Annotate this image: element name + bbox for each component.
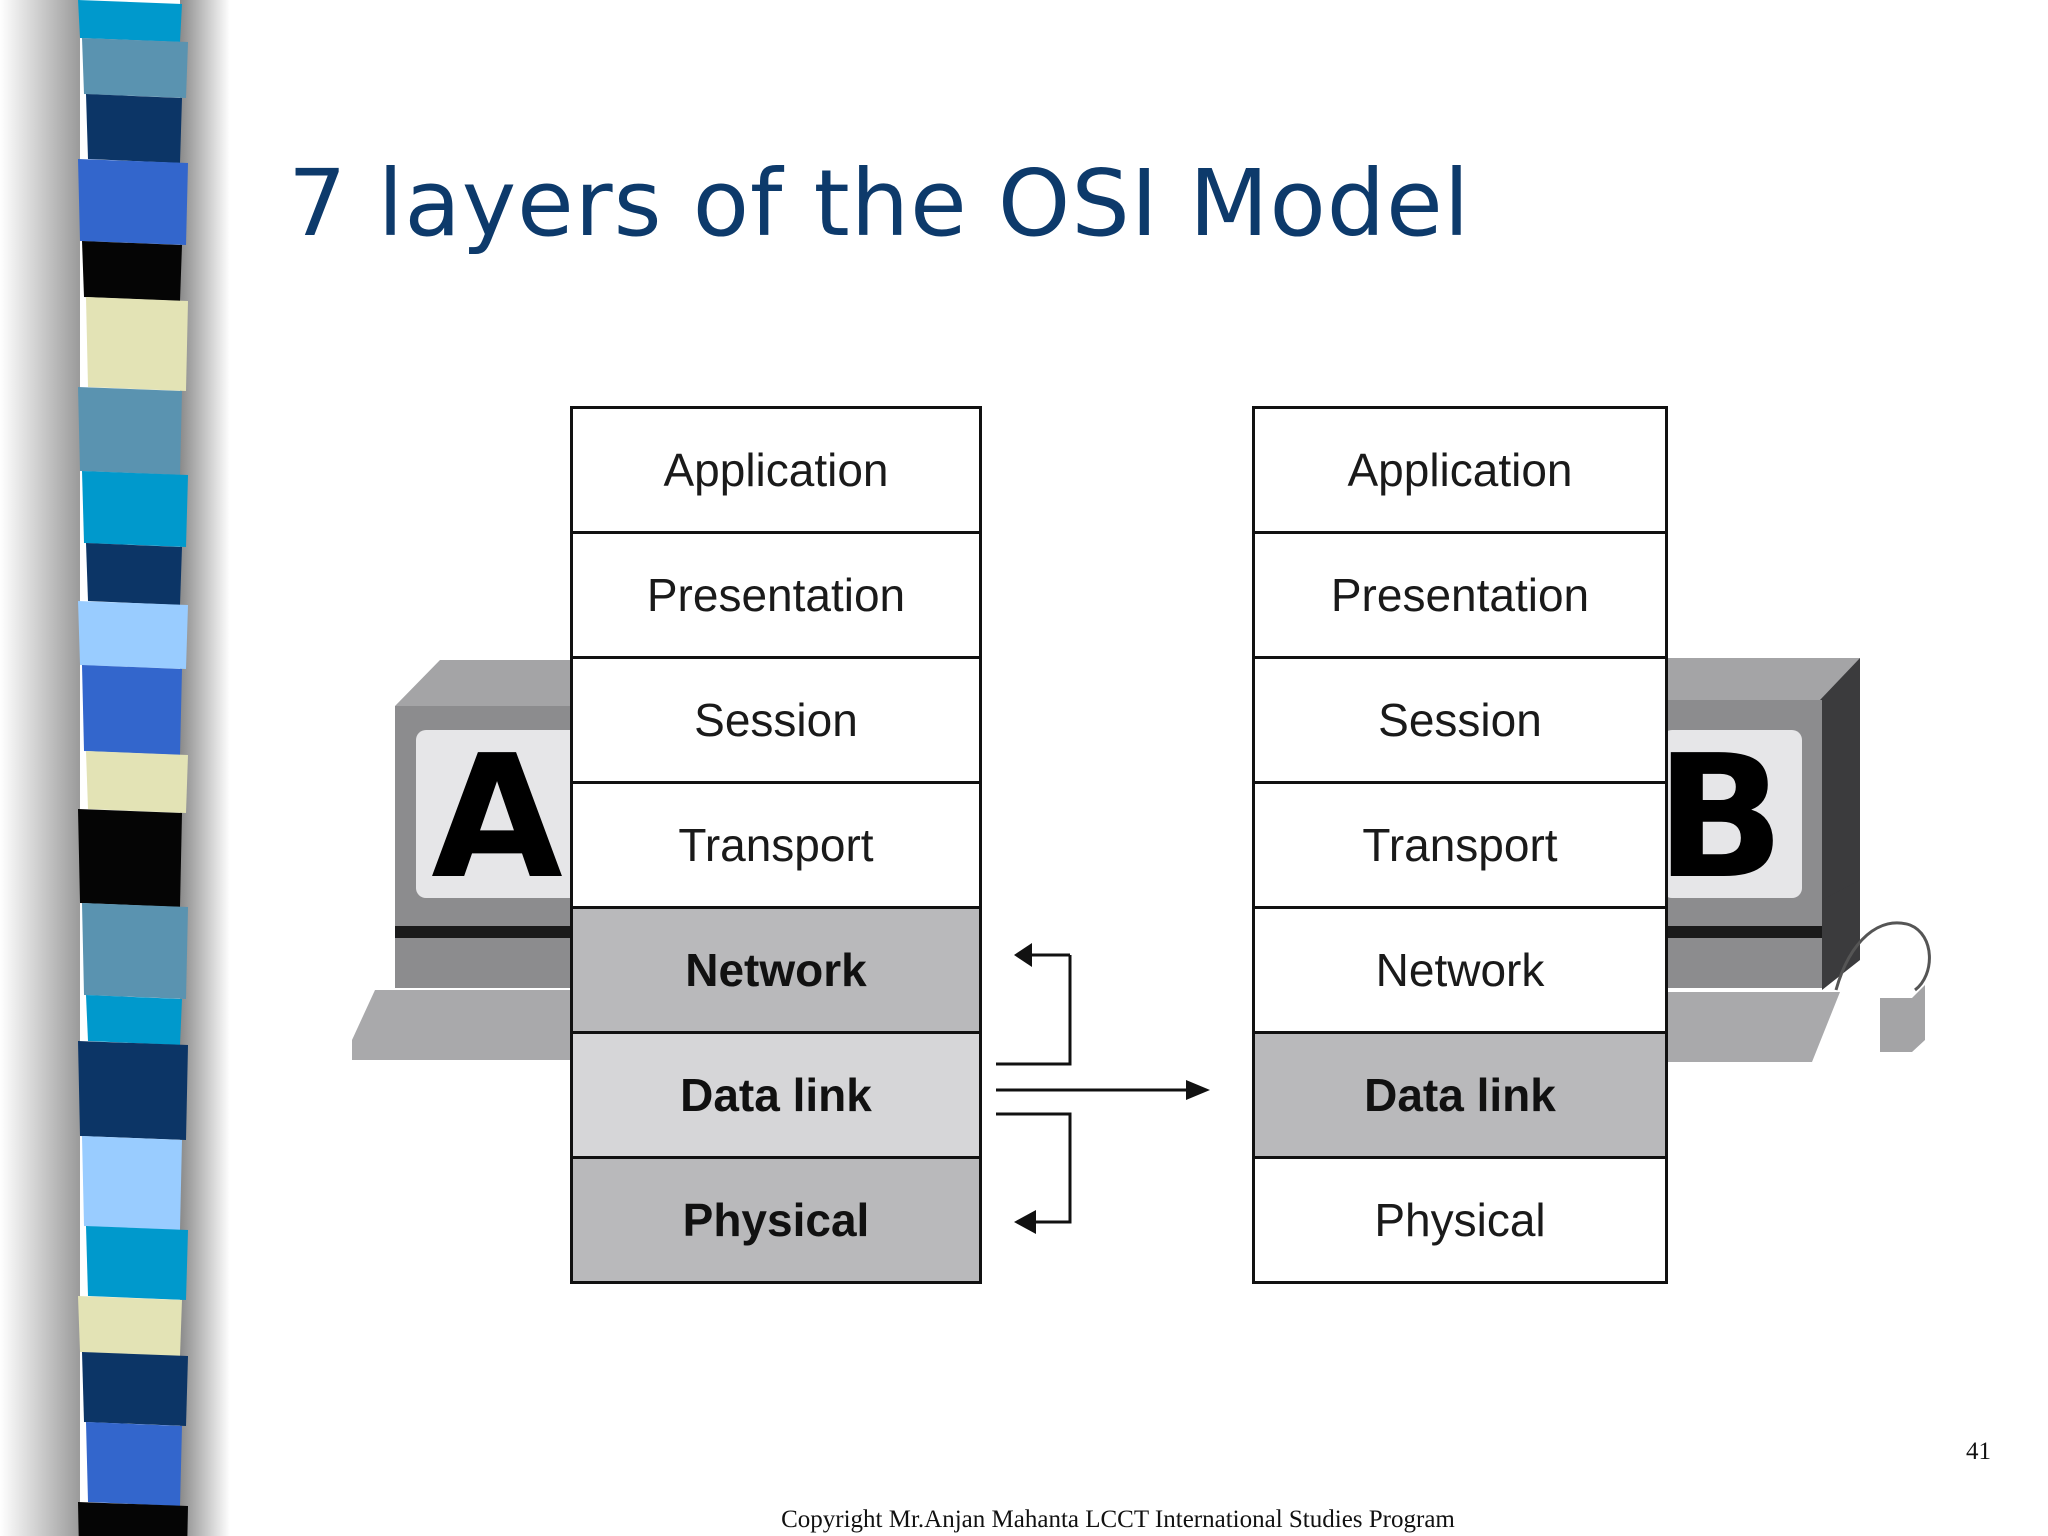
stripe-band [82,38,188,98]
computer-b-label: B [1655,719,1785,917]
computer-a-base [395,938,600,988]
arrowhead-up [1014,943,1032,967]
stripe-band [82,471,188,547]
stripe-band [86,751,188,813]
computer_b-layer-session: Session [1255,656,1665,781]
computer_a-layer-network: Network [573,906,979,1031]
stripe-band [86,1422,182,1506]
computer_a-layer-presentation: Presentation [573,531,979,656]
stripe-band [82,1136,182,1230]
arrowhead-down [1014,1210,1036,1234]
computer-a-label: A [431,719,563,917]
computer-b-keyboard [1650,992,1840,1062]
computer-b-base [1650,938,1822,988]
computer-b-base-line [1650,926,1822,938]
slide-title: 7 layers of the OSI Model [288,150,1471,257]
computer_b-layer-transport: Transport [1255,781,1665,906]
computer-b-screen [1662,730,1802,898]
computer_a-layer-transport: Transport [573,781,979,906]
stripe-band [78,601,188,669]
stripe-band [86,297,188,391]
stripe-band [82,903,188,999]
computer_a-layer-data-link: Data link [573,1031,979,1156]
stripe-band [78,387,182,475]
computer-b-monitor-top [1650,658,1860,706]
stripe-band [82,1352,188,1426]
computer-b-base-side [1822,880,1860,990]
stripe-band [78,1041,188,1140]
computer_a-layer-application: Application [573,406,979,531]
stripe-band [82,665,182,755]
computer-b: B [1650,658,1931,1062]
stripe-band [82,241,182,301]
computer_a-layer-physical: Physical [573,1156,979,1281]
stripe-band [86,543,182,605]
bracket-up-arrow [996,955,1072,1066]
computer-a-base-line [395,926,600,938]
computer-a-keyboard [352,990,600,1060]
stripe-band [78,1296,182,1356]
computer-a-monitor-top [395,660,600,706]
stripe-band [78,0,182,42]
computer-b-mouse-cable [1834,921,1931,992]
copyright-footer: Copyright Mr.Anjan Mahanta LCCT Internat… [781,1506,1455,1533]
page-number: 41 [1966,1438,1991,1465]
stripe-band [86,94,182,163]
computer_b-layer-data-link: Data link [1255,1031,1665,1156]
computer-b-mouse [1880,985,1925,1052]
forward-arrowhead [1186,1080,1210,1100]
computer-a: A [352,660,600,1060]
computer_b-layer-physical: Physical [1255,1156,1665,1281]
computer-b-monitor-side [1820,658,1860,940]
computer_b-layer-network: Network [1255,906,1665,1031]
computer_b-layer-application: Application [1255,406,1665,531]
computer-a-screen [416,730,586,898]
arrows [996,943,1210,1234]
stripe-band [78,159,188,245]
computer_a-layer-session: Session [573,656,979,781]
computer_b-layer-presentation: Presentation [1255,531,1665,656]
stripe-band [78,809,182,907]
stripe-band [78,1502,188,1536]
stripe-band [86,995,182,1045]
bracket-down-arrow [996,1112,1072,1224]
side-stripe-decoration [0,0,240,1536]
stripe-band [86,1226,188,1300]
